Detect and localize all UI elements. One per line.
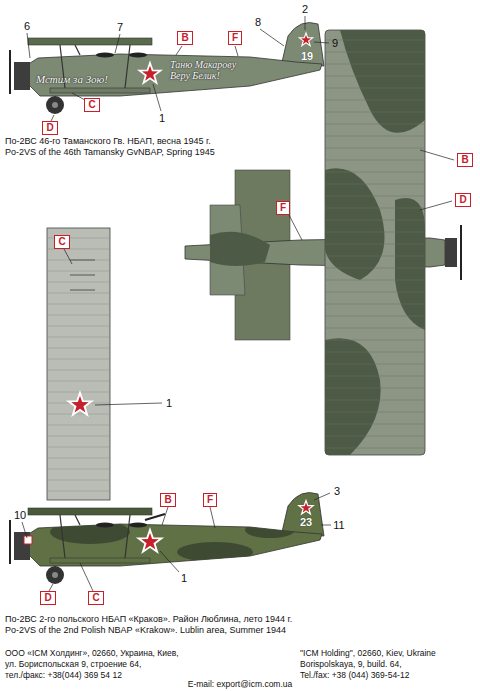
color-callout-box: F [203,493,217,507]
leader-lines [22,16,454,591]
tail-number: 19 [301,50,313,62]
callout-number: 11 [333,519,344,531]
plan-view [185,30,461,455]
footer-address: ул. Бориспольская 9, строение 64, [5,659,141,669]
footer-address: "ICM Holding", 02660, Kiev, Ukraine [300,648,436,658]
color-callout-box: D [455,193,470,207]
callout-number: 7 [117,21,123,33]
lower-wing-underside [47,228,110,500]
color-letter: B [181,32,188,43]
color-callout-box: B [177,31,192,45]
color-letter: B [164,494,171,505]
callout-number: 2 [302,3,308,15]
color-letter: F [207,494,213,505]
color-callout-box: C [88,591,103,605]
callout-number: 1 [166,397,172,409]
fuselage-inscription: Мстим за Зою! [36,74,108,85]
color-callout-box: D [42,121,57,135]
footer-address: тел./факс: +38(044) 369 54 12 [5,670,122,680]
color-letter: C [58,236,65,247]
color-callout-box: C [54,235,69,249]
callout-number: 10 [14,509,26,521]
callout-number: 1 [181,572,187,584]
footer-address: ООО «ICM Холдинг», 02660, Украина, Киев, [5,648,179,658]
callout-number: 6 [24,20,30,32]
color-letter: C [92,592,99,603]
color-callout-box: C [84,98,99,112]
caption: Po-2VS of the 2nd Polish NBAP «Krakow». … [5,625,286,636]
footer-address: Borispolskaya, 9, build. 64, [300,659,402,669]
color-letter: F [280,202,286,213]
callout-number: 8 [255,16,261,28]
color-letter: F [232,32,238,43]
side-view-46th [0,23,340,115]
fuselage-inscription: Таню Макарову Веру Белик! [170,59,254,81]
caption: Po-2VS of the 46th Tamansky GvNBAP, Spri… [5,147,215,158]
color-letter: D [459,194,466,205]
callout-number: 1 [159,112,165,124]
footer-email: E-mail: export@icm.com.ua [188,679,293,689]
color-letter: C [88,99,95,110]
caption: По-2ВС 2-го польского НБАП «Краков». Рай… [5,614,292,625]
footer-address: Tel./fax: +38 (044) 369-54-12 [300,670,409,680]
color-callout-box: F [228,31,242,45]
callout-number: 9 [332,37,338,49]
color-callout-box: B [457,153,472,167]
color-callout-box: D [40,591,55,605]
side-view-polish [10,493,324,585]
color-callout-box: F [276,201,290,215]
caption: По-2ВС 46-го Таманского Гв. НБАП, весна … [5,136,211,147]
color-letter: D [44,592,51,603]
color-callout-box: B [160,493,175,507]
callout-number: 3 [334,485,340,497]
tail-number: 23 [300,516,312,528]
color-letter: D [46,122,53,133]
color-letter: B [461,154,468,165]
